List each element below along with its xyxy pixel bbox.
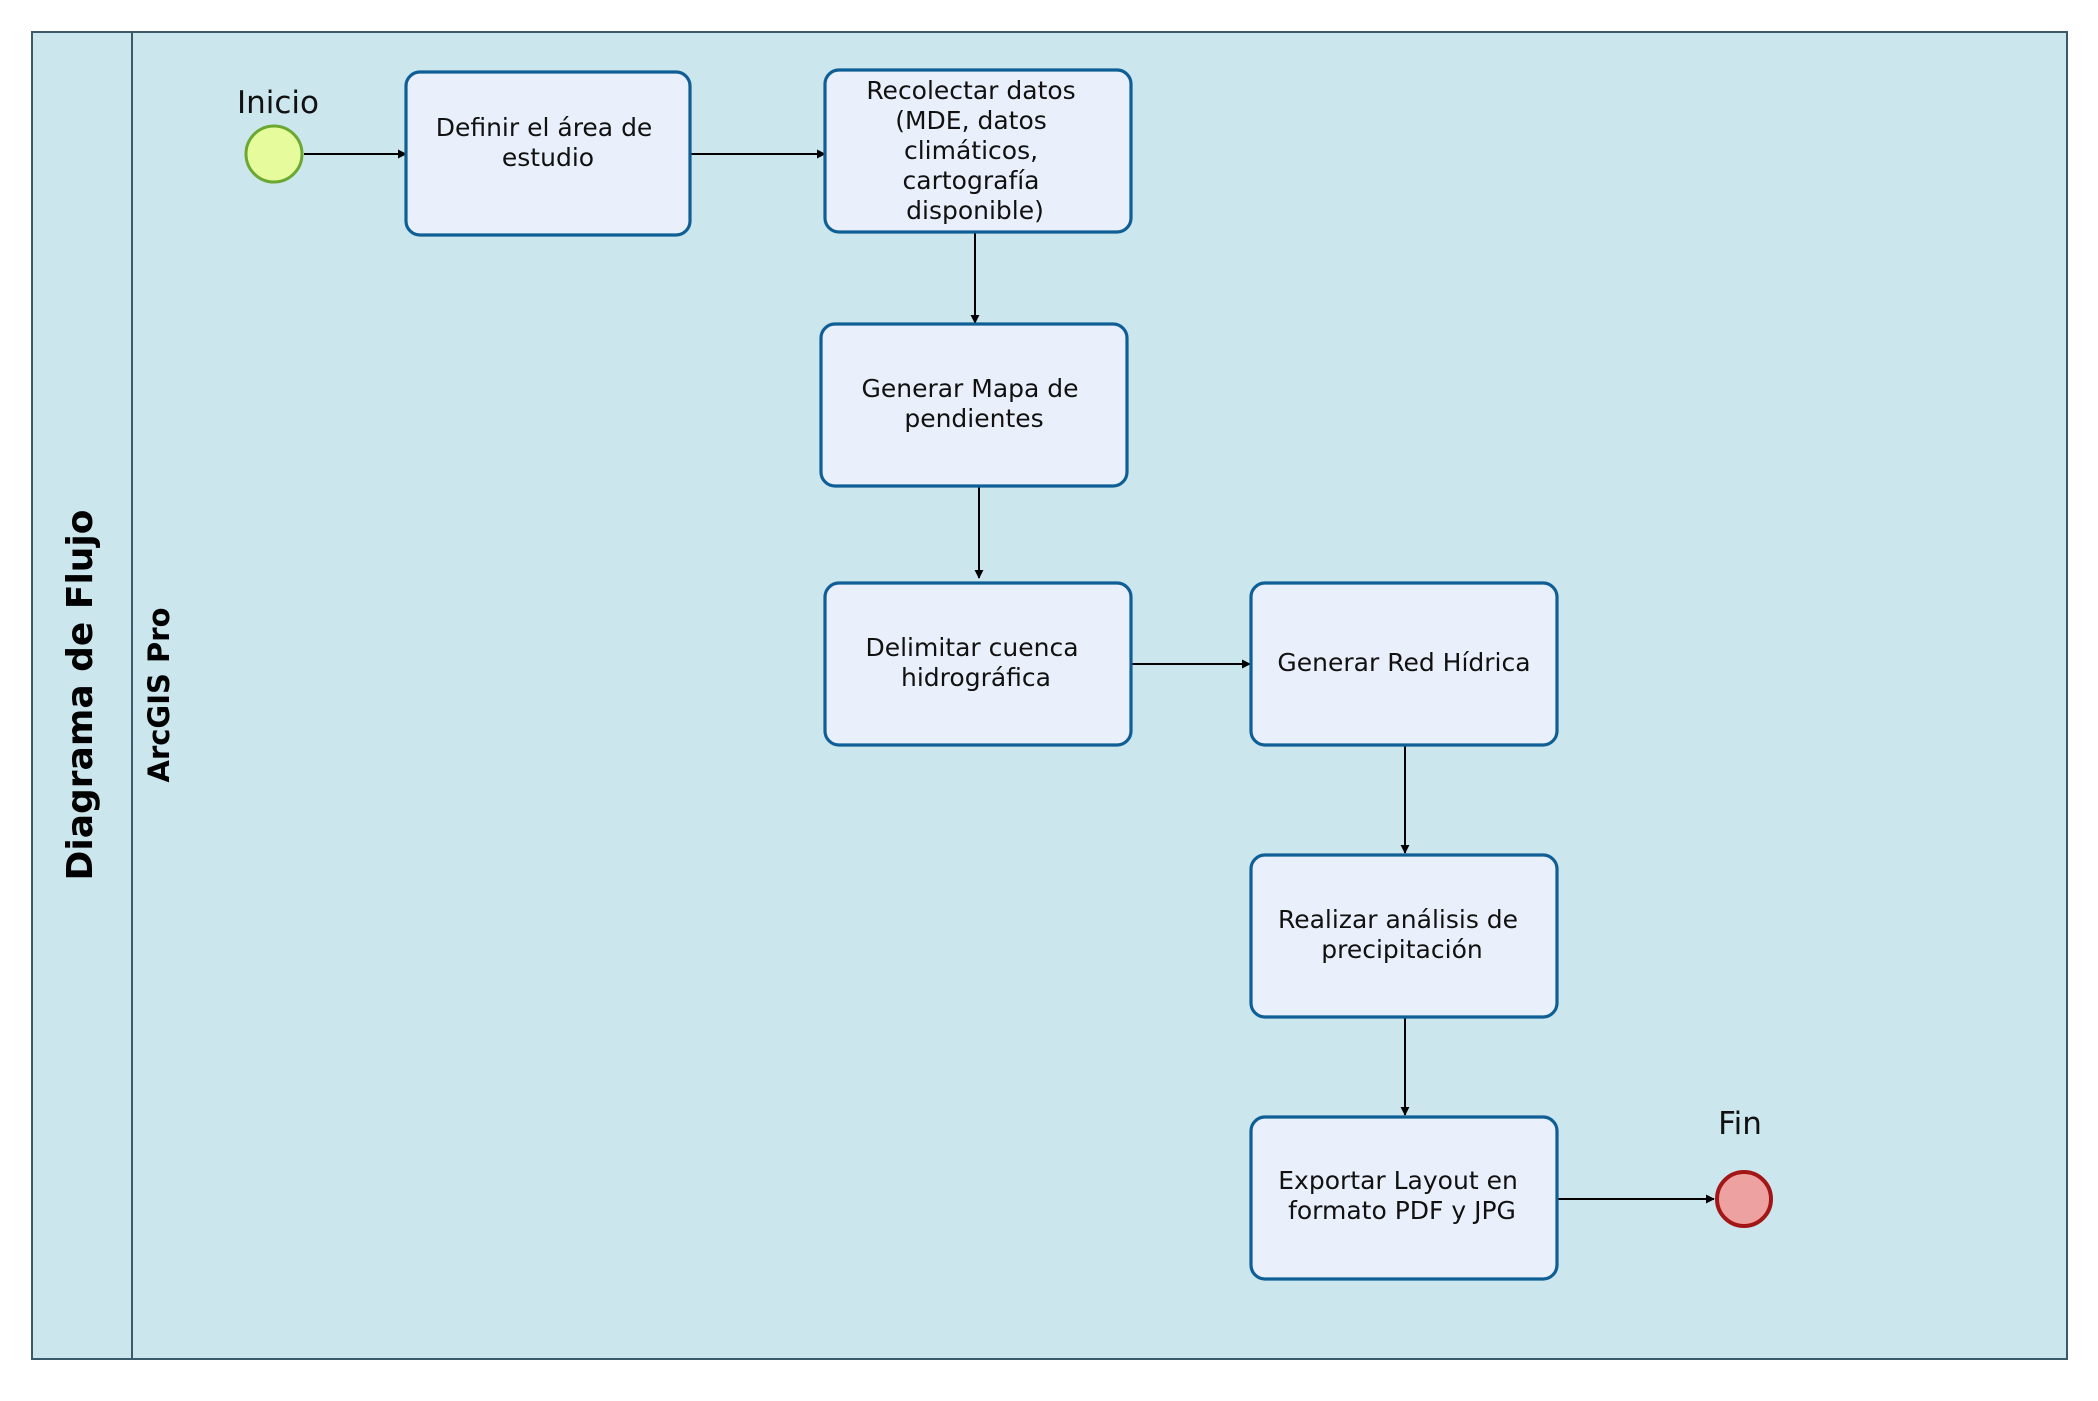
start-event-circle[interactable] [244,124,304,184]
task-box[interactable] [819,322,1129,488]
task-box[interactable] [404,70,692,237]
sequence-flows [304,149,1715,1204]
pool-title: Diagrama de Flujo [60,509,101,880]
task-label: Exportar Layout en formato PDF y JPG [1278,1166,1526,1225]
end-event-circle[interactable] [1715,1170,1773,1228]
task-label: Generar Mapa de pendientes [861,374,1086,433]
lane-name: ArcGIS Pro [142,608,176,783]
task-exportar-layout[interactable]: Exportar Layout en formato PDF y JPG [1249,1115,1559,1281]
start-event[interactable]: Inicio [237,85,319,184]
task-recolectar-datos[interactable]: Recolectar datos (MDE, datos climáticos,… [823,68,1133,234]
task-label: Definir el área de estudio [436,113,661,172]
end-event[interactable]: Fin [1715,1106,1773,1228]
task-analisis-precipitacion[interactable]: Realizar análisis de precipitación [1249,853,1559,1019]
task-label: Delimitar cuenca hidrográfica [865,633,1086,692]
task-box[interactable] [1249,581,1559,747]
task-box[interactable] [823,68,1133,234]
start-event-label: Inicio [237,85,319,121]
task-label: Realizar análisis de precipitación [1278,905,1526,964]
task-generar-pendientes[interactable]: Generar Mapa de pendientes [819,322,1129,488]
task-box[interactable] [823,581,1133,747]
task-box[interactable] [1249,853,1559,1019]
end-event-label: Fin [1718,1106,1762,1142]
task-generar-red-hidrica[interactable]: Generar Red Hídrica [1249,581,1559,747]
task-label: Generar Red Hídrica [1277,648,1530,677]
task-label: Recolectar datos (MDE, datos climáticos,… [866,76,1083,225]
task-delimitar-cuenca[interactable]: Delimitar cuenca hidrográfica [823,581,1133,747]
task-box[interactable] [1249,1115,1559,1281]
task-definir-area[interactable]: Definir el área de estudio [404,70,692,237]
